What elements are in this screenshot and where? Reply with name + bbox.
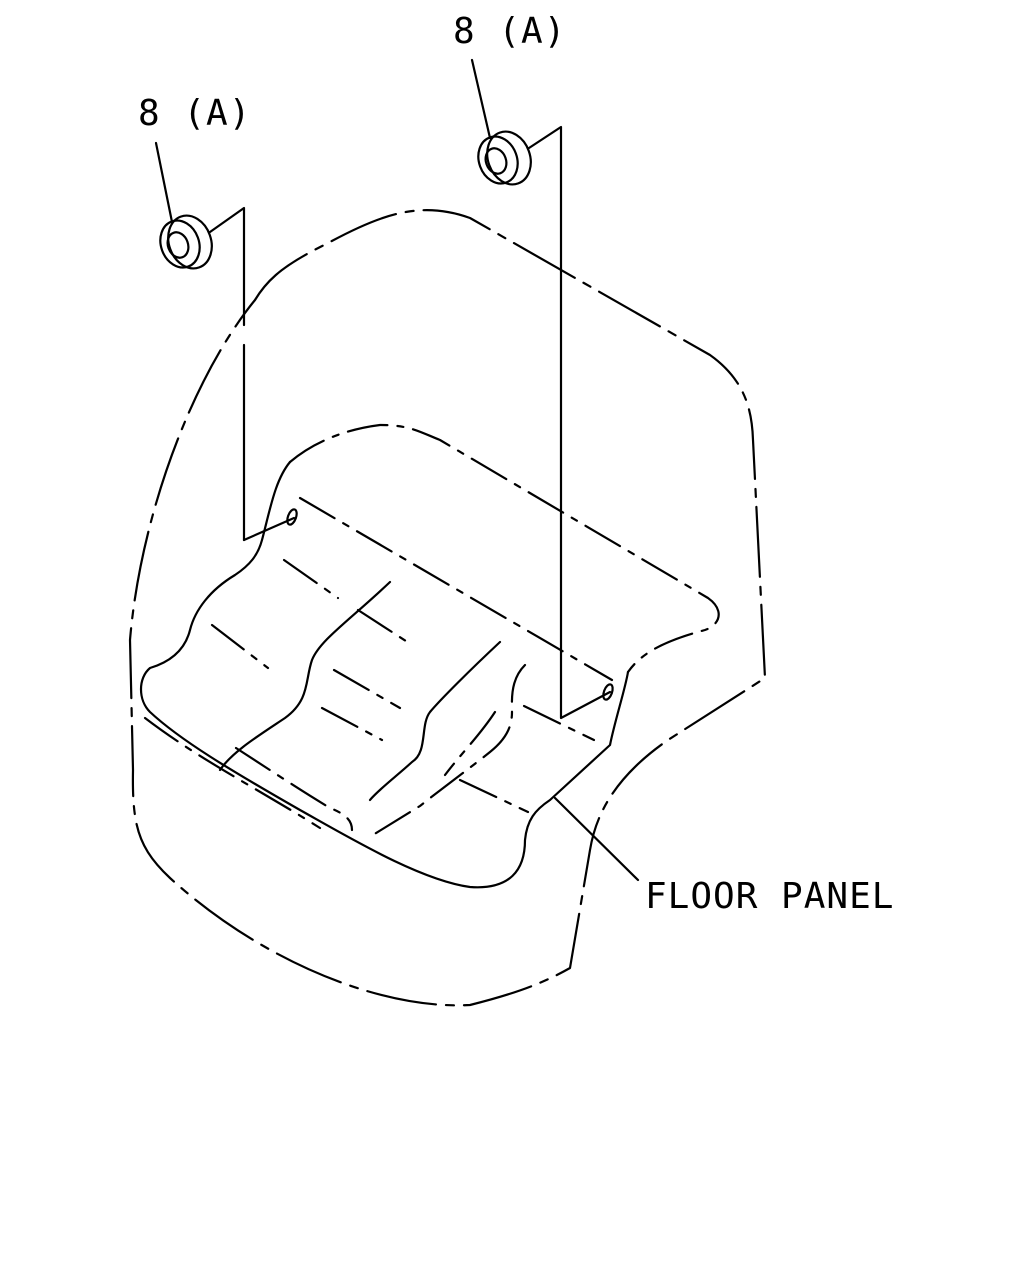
part-label-left: 8 (A) bbox=[138, 93, 251, 134]
floor-panel bbox=[139, 423, 720, 889]
leader-line-right bbox=[470, 58, 492, 140]
floor-panel-label: FLOOR PANEL bbox=[645, 876, 894, 917]
grommet-icon bbox=[159, 214, 213, 270]
leader-line-left bbox=[154, 141, 174, 224]
grommet-icon bbox=[477, 130, 532, 186]
floor-panel-leader bbox=[553, 796, 640, 882]
part-label-right: 8 (A) bbox=[453, 11, 566, 52]
vehicle-body-outline bbox=[128, 209, 767, 1007]
install-path-left bbox=[208, 206, 298, 542]
install-path-right bbox=[527, 125, 614, 720]
